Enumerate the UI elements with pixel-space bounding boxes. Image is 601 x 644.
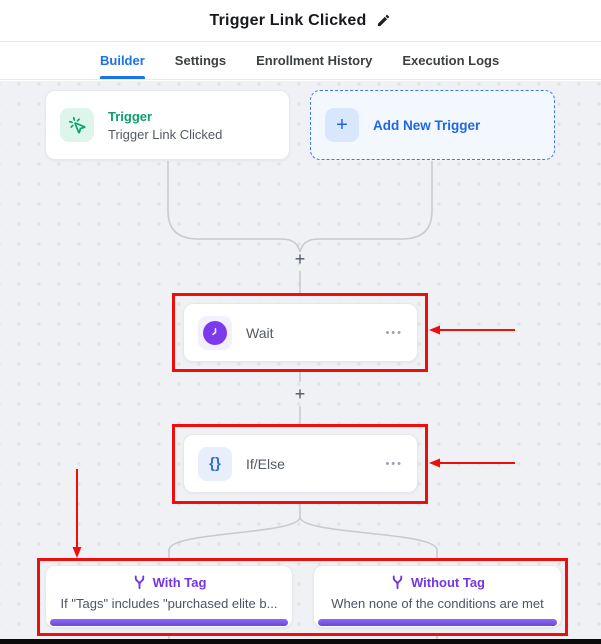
- add-step-button-1[interactable]: +: [294, 249, 306, 269]
- page-title: Trigger Link Clicked: [209, 11, 367, 29]
- branch-with-tag-title: With Tag: [152, 575, 207, 590]
- branch-without-tag-card[interactable]: Without Tag When none of the conditions …: [313, 565, 562, 628]
- trigger-node-title: Trigger: [108, 108, 153, 124]
- workflow-header: Trigger Link Clicked: [0, 0, 601, 42]
- trigger-node-card[interactable]: Trigger Trigger Link Clicked: [45, 90, 290, 160]
- trigger-click-icon: [60, 108, 94, 142]
- braces-icon: {}: [198, 446, 232, 481]
- branch-fork-icon: [134, 575, 144, 590]
- tab-execution-logs[interactable]: Execution Logs: [402, 53, 500, 68]
- ifelse-node-label: If/Else: [246, 455, 285, 472]
- branch-with-tag-description: If "Tags" includes "purchased elite b...: [60, 596, 278, 611]
- tab-builder[interactable]: Builder: [100, 42, 145, 79]
- workflow-tabbar: Builder Settings Enrollment History Exec…: [0, 42, 601, 80]
- branch-accent-bar: [50, 619, 288, 626]
- tab-enrollment-history[interactable]: Enrollment History: [256, 53, 373, 68]
- wait-icon-bg: [198, 315, 232, 350]
- add-step-button-2[interactable]: +: [294, 384, 306, 404]
- tab-settings[interactable]: Settings: [174, 53, 227, 68]
- wait-node-label: Wait: [246, 324, 274, 341]
- connector-lines: [72, 161, 515, 640]
- bottom-edge-strip: [0, 639, 601, 644]
- ifelse-node-card[interactable]: {} If/Else •••: [183, 434, 418, 493]
- add-new-trigger-button[interactable]: + Add New Trigger: [310, 90, 555, 160]
- wait-menu-button[interactable]: •••: [385, 326, 403, 339]
- edit-title-icon[interactable]: [376, 13, 391, 28]
- branch-accent-bar: [318, 619, 557, 626]
- plus-icon: +: [325, 108, 359, 142]
- branch-fork-icon: [392, 575, 403, 590]
- workflow-canvas[interactable]: Trigger Trigger Link Clicked + Add New T…: [0, 81, 601, 644]
- trigger-node-subtitle: Trigger Link Clicked: [108, 126, 223, 142]
- wait-node-card[interactable]: Wait •••: [183, 303, 418, 362]
- branch-with-tag-card[interactable]: With Tag If "Tags" includes "purchased e…: [45, 565, 293, 628]
- branch-without-tag-description: When none of the conditions are met: [331, 596, 544, 611]
- clock-icon: [203, 320, 227, 345]
- ifelse-menu-button[interactable]: •••: [385, 457, 403, 470]
- branch-without-tag-title: Without Tag: [410, 575, 485, 590]
- add-new-trigger-label: Add New Trigger: [373, 117, 481, 133]
